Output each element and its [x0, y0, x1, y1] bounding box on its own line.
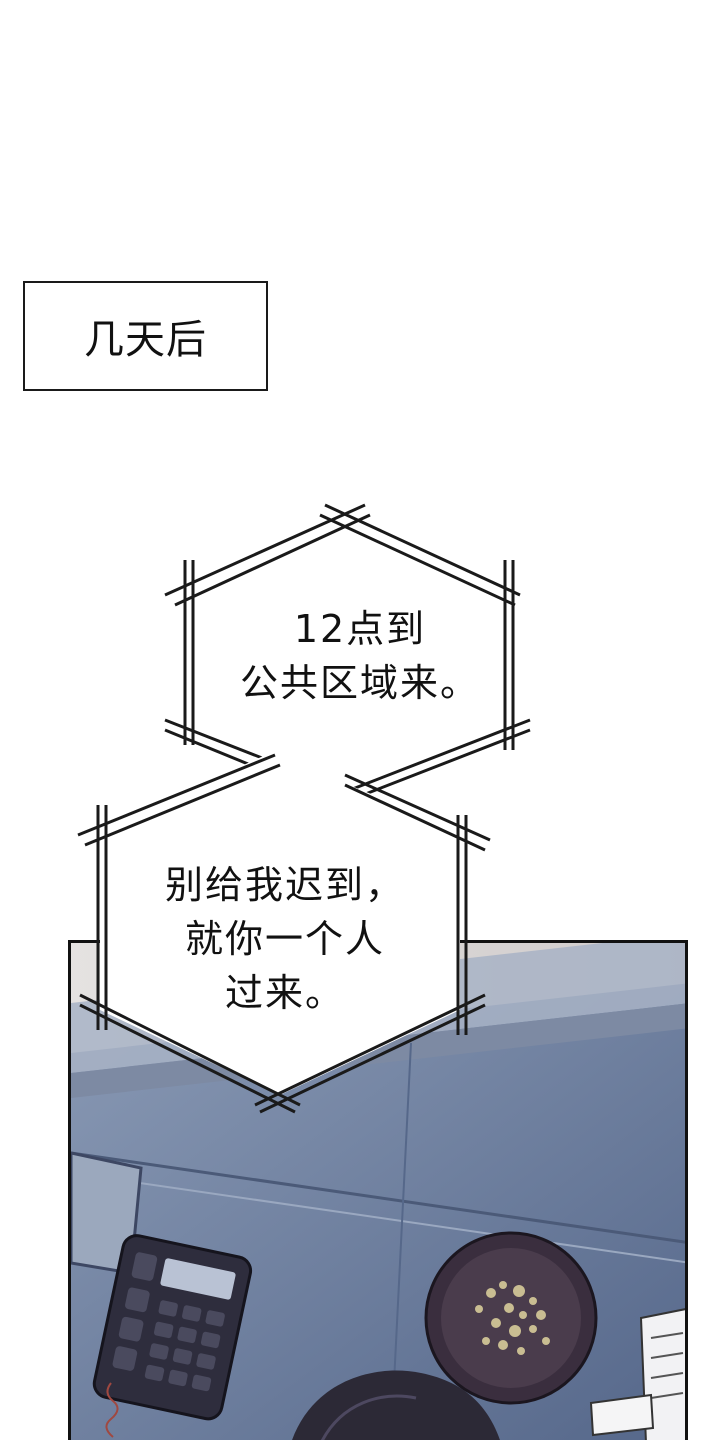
desk-seam-highlight: [71, 1172, 685, 1264]
plate: [424, 1231, 598, 1405]
figure-hair: [292, 1370, 500, 1440]
hair-highlight: [320, 1394, 417, 1440]
paper-sheet: [589, 1308, 685, 1440]
caption-box: 几天后: [23, 281, 268, 391]
desk-seam: [71, 1151, 685, 1244]
desk-phone: [92, 1234, 253, 1421]
phone-cord: [105, 1382, 119, 1438]
speech-bubble-2-text: 别给我迟到， 就你一个人 过来。: [164, 863, 405, 1015]
speech-bubble-1-text: 12点到 公共区域来。: [239, 607, 480, 705]
caption-text: 几天后: [84, 317, 207, 363]
